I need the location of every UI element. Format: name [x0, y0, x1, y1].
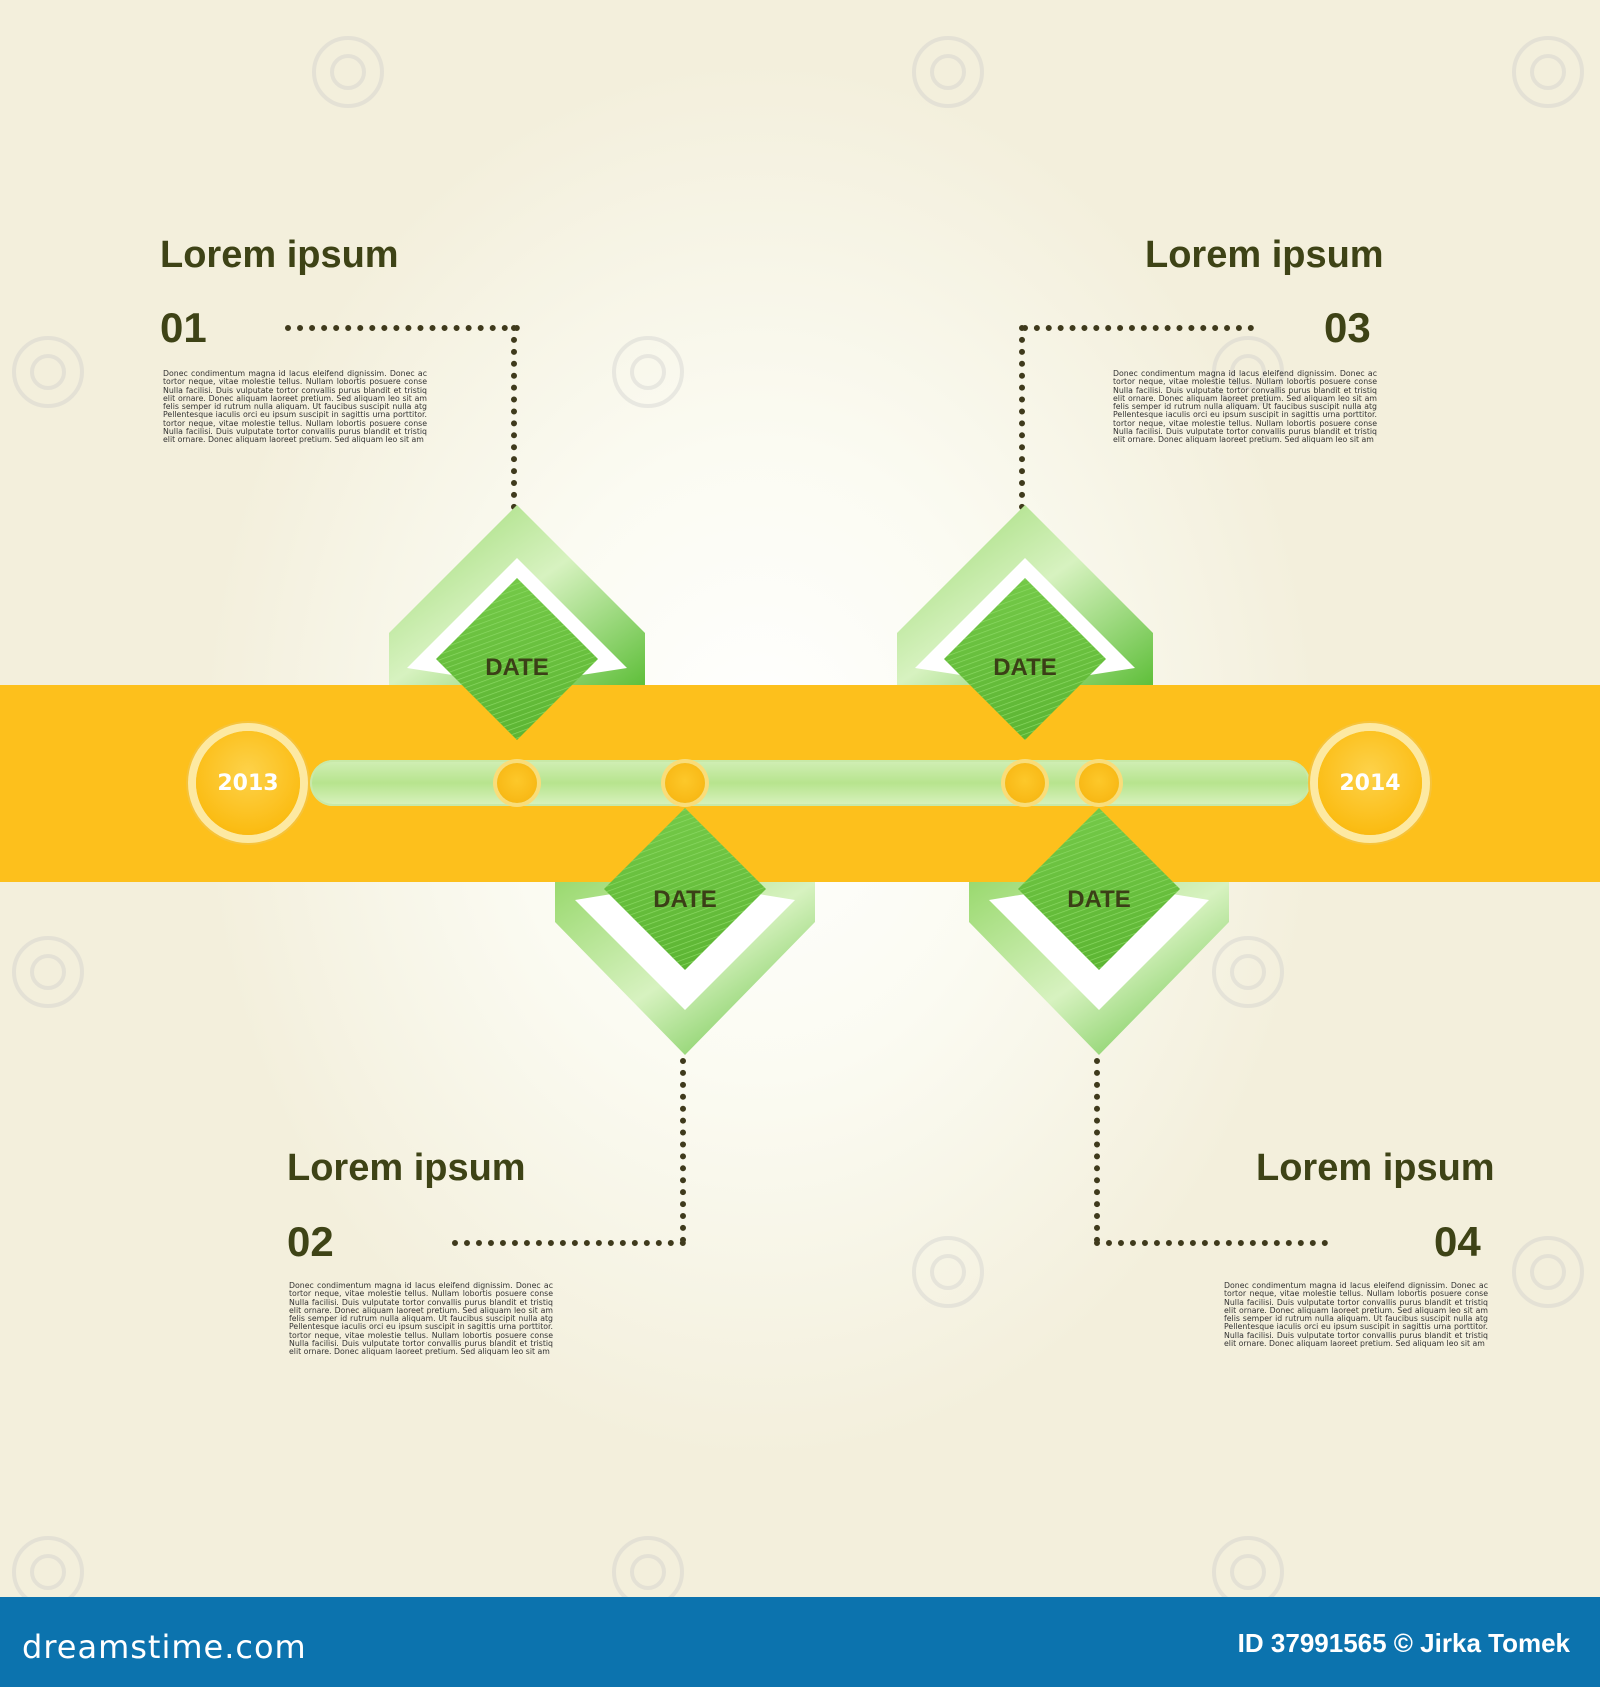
year-start-label: 2013	[217, 770, 279, 796]
year-end-badge: 2014	[1318, 731, 1422, 835]
connector-line-03	[1019, 325, 1025, 510]
footer-bar	[0, 1597, 1600, 1687]
connector-line-01	[285, 325, 520, 331]
year-end-label: 2014	[1339, 770, 1401, 796]
connector-line-04	[1094, 1058, 1100, 1243]
date-marker-04	[969, 808, 1229, 1055]
watermark-icon	[912, 1236, 984, 1308]
item-01-number: 01	[160, 304, 207, 351]
timeline-dot-01	[497, 763, 537, 803]
timeline-markers	[389, 505, 1229, 1055]
item-02-title: Lorem ipsum	[287, 1147, 526, 1189]
item-04-title: Lorem ipsum	[1256, 1147, 1495, 1189]
date-label-01: DATE	[485, 654, 549, 681]
watermark-icon	[912, 36, 984, 108]
watermark-icon	[312, 36, 384, 108]
footer-logo[interactable]: dreamstime.com	[22, 1628, 307, 1666]
watermark-icon	[1212, 936, 1284, 1008]
watermark-icon	[1512, 1236, 1584, 1308]
item-03-number: 03	[1324, 304, 1371, 351]
item-03-text: Donec condimentum magna id lacus eleifen…	[1113, 369, 1377, 445]
item-02-number: 02	[287, 1218, 334, 1265]
connector-line-03	[1022, 325, 1254, 331]
date-marker-03	[897, 505, 1153, 740]
watermark-icon	[1512, 36, 1584, 108]
watermark-icon	[12, 336, 84, 408]
item-01-text: Donec condimentum magna id lacus eleifen…	[163, 369, 427, 445]
footer-credit: ID 37991565 © Jirka Tomek	[1237, 1628, 1570, 1658]
item-04-text: Donec condimentum magna id lacus eleifen…	[1224, 1281, 1488, 1349]
item-04-number: 04	[1434, 1218, 1481, 1265]
item-03-title: Lorem ipsum	[1145, 234, 1384, 276]
timeline-track	[310, 760, 1310, 806]
connector-line-01	[511, 325, 517, 510]
timeline-dot-03	[1005, 763, 1045, 803]
date-marker-02	[555, 808, 815, 1055]
watermark-icon	[1212, 336, 1284, 408]
date-label-04: DATE	[1067, 886, 1131, 913]
timeline-dot-04	[1079, 763, 1119, 803]
item-01-title: Lorem ipsum	[160, 234, 399, 276]
date-label-03: DATE	[993, 654, 1057, 681]
connector-line-02	[452, 1240, 686, 1246]
watermark-icon	[12, 936, 84, 1008]
date-label-02: DATE	[653, 886, 717, 913]
timeline-dot-02	[665, 763, 705, 803]
item-02-text: Donec condimentum magna id lacus eleifen…	[289, 1281, 553, 1357]
connector-line-02	[680, 1058, 686, 1243]
year-start-badge: 2013	[196, 731, 300, 835]
date-marker-01	[389, 505, 645, 740]
watermark-icon	[612, 336, 684, 408]
connector-line-04	[1094, 1240, 1328, 1246]
